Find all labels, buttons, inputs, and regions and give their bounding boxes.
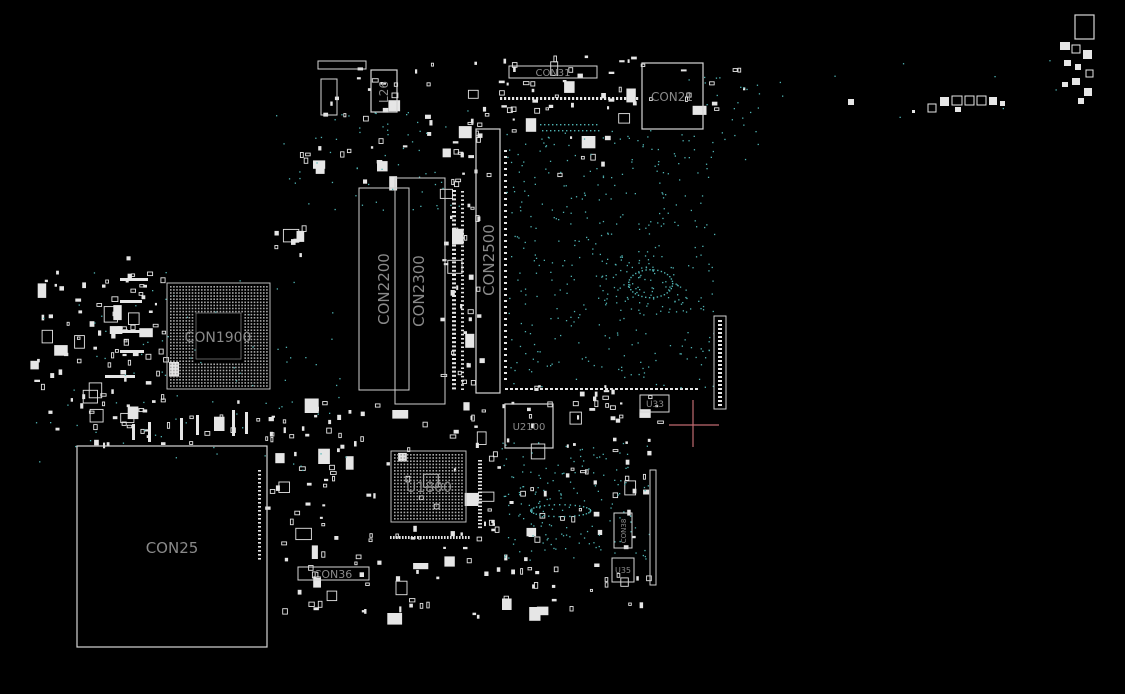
u35-label: U35 [615,566,631,575]
con21-label: CON21 [651,90,693,104]
right-small-cluster [848,95,1005,113]
u1800-label: U1800 [406,480,452,496]
con2500-footprint[interactable]: CON2500 [475,128,501,394]
u1800-ball-grid [394,454,463,520]
upper-right-cluster [1060,14,1095,104]
right-edge-connector[interactable] [713,315,727,410]
via-field [35,60,1057,561]
con1900-label: CON1900 [185,330,252,346]
con25-label: CON25 [146,539,199,557]
lower-right-connector[interactable] [649,469,657,586]
crosshair-cursor-icon [669,400,719,447]
con36-footprint[interactable]: CON36 [297,566,370,581]
u1800-footprint[interactable]: U1800 [390,450,467,523]
u2100-label: U2100 [513,422,546,433]
con38-label: CON38 [620,519,628,544]
con21-footprint[interactable]: CON21 [641,62,704,130]
u2100-footprint[interactable]: U2100 [504,403,554,449]
l26-label: L26 [377,81,391,103]
con1900-ball-grid [170,286,268,387]
u33-footprint[interactable]: U33 [639,394,670,413]
l26-footprint[interactable]: L26 [370,69,398,113]
con2200-footprint[interactable]: CON2200 [358,187,410,391]
con36-label: CON36 [314,568,353,581]
con31-label: CON31 [535,68,570,79]
u33-label: U33 [646,400,664,410]
con2200-label: CON2200 [375,253,393,325]
con1900-footprint[interactable]: CON1900 [166,282,271,390]
smd-component-field [30,55,746,625]
con31-footprint[interactable]: CON31 [508,65,598,79]
con38-footprint[interactable]: CON38 [613,512,633,549]
top-left-small-connector [317,60,367,116]
u35-footprint[interactable]: U35 [611,557,635,583]
con2300-label: CON2300 [410,255,428,327]
con2500-label: CON2500 [480,224,498,296]
con2300-footprint[interactable]: CON2300 [394,177,446,405]
con25-footprint[interactable]: CON25 [76,445,268,648]
